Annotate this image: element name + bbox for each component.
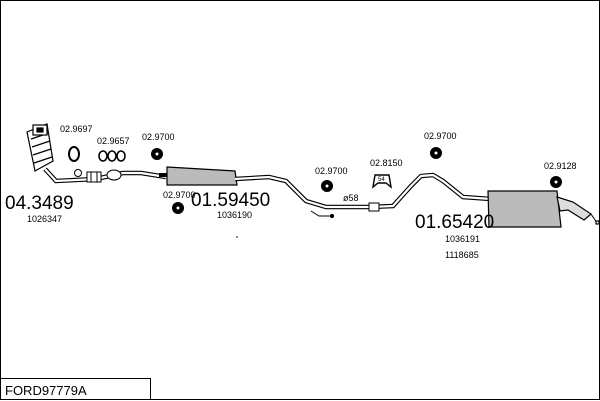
rear-silencer-ref-1: 1036191 (445, 234, 481, 244)
hanger-label-e: 02.9128 (544, 161, 577, 171)
bracket-02-8150 (372, 174, 392, 189)
clamp-02-9657 (98, 150, 126, 162)
hanger-label-c: 02.9700 (315, 166, 348, 176)
hanger-02-9700-c (321, 180, 333, 192)
front-pipe-number: 04.3489 (5, 193, 74, 214)
rear-silencer-number: 01.65420 (415, 212, 495, 233)
hanger-02-9700-d (430, 147, 442, 159)
hanger-label-b: 02.9700 (163, 190, 196, 200)
middle-silencer-ref: 1036190 (217, 210, 253, 220)
hanger-label-a: 02.9700 (142, 132, 175, 142)
diameter-label: ø58 (343, 193, 359, 203)
hanger-02-9700-a (151, 148, 163, 160)
rear-silencer-ref-2: 1118685 (445, 250, 479, 260)
bracket-badge: 54 (378, 177, 385, 183)
bracket-label: 02.8150 (370, 158, 403, 168)
middle-silencer (159, 166, 238, 186)
footer-code: FORD97779A (5, 383, 87, 398)
footer-title-box: FORD97779A (1, 378, 151, 399)
hanger-02-9700-b (172, 202, 184, 214)
hanger-label-d: 02.9700 (424, 131, 457, 141)
stray-dot (236, 236, 238, 238)
ring-02-9697 (68, 146, 80, 162)
rear-silencer (487, 190, 600, 228)
front-pipe-ref: 1026347 (27, 214, 63, 224)
front-pipe (43, 167, 167, 184)
catalytic-converter (26, 123, 54, 172)
middle-silencer-number: 01.59450 (191, 190, 271, 211)
clamp-label: 02.9657 (97, 136, 130, 146)
middle-pipe (234, 172, 492, 219)
hanger-02-9128 (550, 176, 562, 188)
ring-label: 02.9697 (60, 124, 93, 134)
